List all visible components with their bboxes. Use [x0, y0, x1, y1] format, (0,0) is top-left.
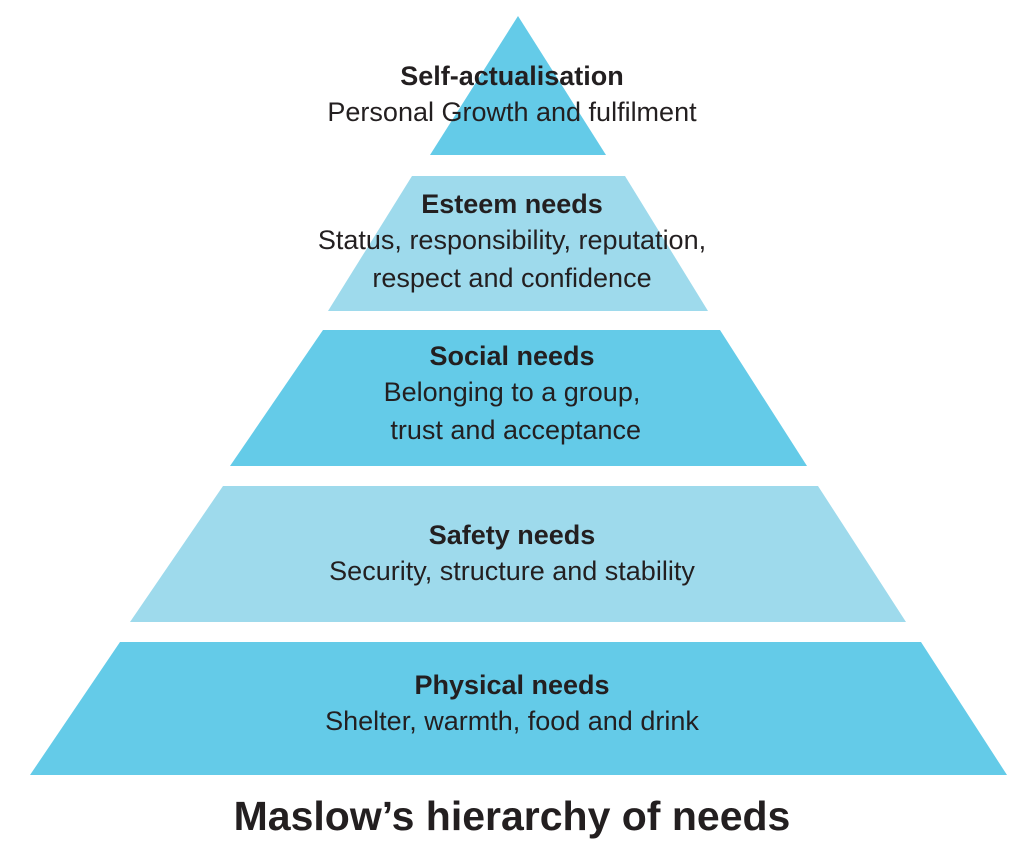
pyramid-tier-1-shape: [430, 16, 606, 155]
tier-description: Security, structure and stability: [329, 556, 695, 586]
tier-title: Self-actualisation: [400, 61, 624, 91]
tier-description: Shelter, warmth, food and drink: [325, 706, 699, 736]
diagram-caption: Maslow’s hierarchy of needs: [233, 793, 791, 839]
tier-physical-needs: Physical needs Shelter, warmth, food and…: [0, 669, 1024, 740]
tier-title: Social needs: [429, 341, 595, 371]
tier-title: Safety needs: [428, 520, 596, 550]
pyramid-tier-5-shape: [30, 642, 1007, 775]
tier-description: Belonging to a group, trust and acceptan…: [383, 377, 642, 445]
pyramid-tier-2-shape: [328, 176, 708, 311]
tier-esteem-needs: Esteem needs Status, responsibility, rep…: [0, 188, 1024, 297]
tier-description: Status, responsibility, reputation, resp…: [317, 225, 707, 293]
tier-social-needs: Social needs Belonging to a group, trust…: [0, 340, 1024, 449]
pyramid-tier-3-shape: [230, 330, 807, 466]
tier-safety-needs: Safety needs Security, structure and sta…: [0, 519, 1024, 590]
pyramid-tier-4-shape: [130, 486, 906, 622]
tier-self-actualisation: Self-actualisation Personal Growth and f…: [0, 60, 1024, 131]
tier-description: Personal Growth and fulfilment: [327, 97, 697, 127]
tier-title: Physical needs: [414, 670, 610, 700]
tier-title: Esteem needs: [421, 189, 603, 219]
